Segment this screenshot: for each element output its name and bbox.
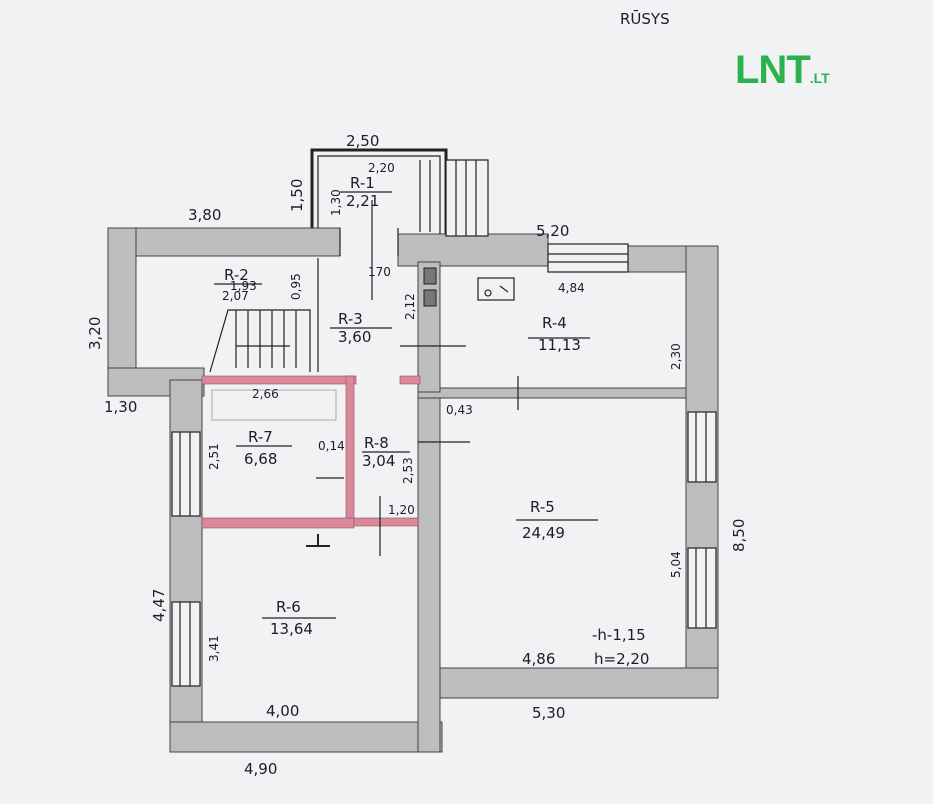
dim-2-30: 2,30 [669, 343, 683, 370]
room-r1-id: R-1 [350, 174, 375, 192]
partition-r7-right [345, 375, 355, 527]
room-r6-area: 13,64 [270, 620, 313, 638]
room-r7-area: 6,68 [244, 450, 277, 468]
bathtub-outline [211, 389, 337, 421]
wall-top-right [397, 233, 549, 267]
dim-3-20: 3,20 [86, 317, 104, 350]
dim-5-04: 5,04 [669, 551, 683, 578]
dim-2-20: 2,20 [368, 161, 395, 175]
lnt-logo-tld: .LT [809, 70, 830, 86]
dim-1-30-top: 1,30 [329, 189, 343, 216]
wall-top-left [107, 227, 341, 257]
dim-1-20: 1,20 [388, 503, 415, 517]
page-title: RŪSYS [620, 9, 670, 28]
dim-1-30-left: 1,30 [104, 398, 137, 416]
window-right-2 [687, 547, 717, 629]
dim-2-66: 2,66 [252, 387, 279, 401]
dim-0-95: 0,95 [289, 273, 303, 300]
interior-stair [209, 258, 319, 373]
room-r5-area: 24,49 [522, 524, 565, 542]
boiler-icon [477, 277, 515, 301]
room-r3-area: 3,60 [338, 328, 371, 346]
wall-r4-r5 [417, 387, 687, 399]
radiator-icon [306, 534, 330, 547]
partition-r7-top [201, 375, 357, 385]
dimension-labels: 2,50 2,20 1,50 1,30 3,80 5,20 4,84 170 0… [86, 132, 748, 778]
wall-bottom-step [417, 389, 441, 753]
room-r7-id: R-7 [248, 428, 273, 446]
dim-2-12: 2,12 [403, 293, 417, 320]
dim-4-86: 4,86 [522, 650, 555, 668]
dim-3-41: 3,41 [207, 635, 221, 662]
dim-4-90: 4,90 [244, 760, 277, 778]
room-r2-area: 1,93 [230, 279, 257, 293]
wall-bottom-right [417, 667, 719, 699]
room-r6-id: R-6 [276, 598, 301, 616]
level-note: -h-1,15 [592, 626, 646, 644]
room-r8-area: 3,04 [362, 452, 395, 470]
dim-5-30: 5,30 [532, 704, 565, 722]
partition-r8-bottom [353, 517, 419, 527]
partition-r3-door [399, 375, 421, 385]
dim-2-50: 2,50 [346, 132, 379, 150]
dim-4-00: 4,00 [266, 702, 299, 720]
dim-3-80: 3,80 [188, 206, 221, 224]
room-underlines [214, 191, 598, 619]
lnt-logo: LNT.LT [735, 48, 830, 93]
dimension-lines [316, 200, 519, 556]
dim-170: 170 [368, 265, 391, 279]
lnt-logo-text: LNT [735, 48, 811, 92]
room-r1-area: 2,21 [346, 192, 379, 210]
window-top [547, 243, 629, 273]
dim-4-84: 4,84 [558, 281, 585, 295]
dim-4-47: 4,47 [150, 589, 168, 622]
room-r5-id: R-5 [530, 498, 555, 516]
windows [171, 243, 717, 687]
dim-5-20: 5,20 [536, 222, 569, 240]
partitions [201, 375, 421, 529]
wall-bottom [169, 721, 443, 753]
room-r4-area: 11,13 [538, 336, 581, 354]
dim-1-50: 1,50 [288, 179, 306, 212]
window-right-1 [687, 411, 717, 483]
dim-0-14: 0,14 [318, 439, 345, 453]
window-left-1 [171, 431, 201, 517]
height-note: h=2,20 [594, 650, 649, 668]
room-r4-id: R-4 [542, 314, 567, 332]
room-r2-id: R-2 [224, 266, 249, 284]
dim-2-07: 2,07 [222, 289, 249, 303]
room-r3-id: R-3 [338, 310, 363, 328]
dim-2-53: 2,53 [401, 457, 415, 484]
dim-8-50: 8,50 [730, 519, 748, 552]
partition-r7-bottom [201, 517, 355, 529]
room-labels: R-1 2,21 R-2 1,93 R-3 3,60 R-4 11,13 R-5… [224, 174, 581, 638]
room-r8-id: R-8 [364, 434, 389, 452]
entrance-stairs [310, 148, 489, 256]
ducts [423, 267, 437, 307]
dim-0-43: 0,43 [446, 403, 473, 417]
dim-2-51: 2,51 [207, 443, 221, 470]
window-left-2 [171, 601, 201, 687]
